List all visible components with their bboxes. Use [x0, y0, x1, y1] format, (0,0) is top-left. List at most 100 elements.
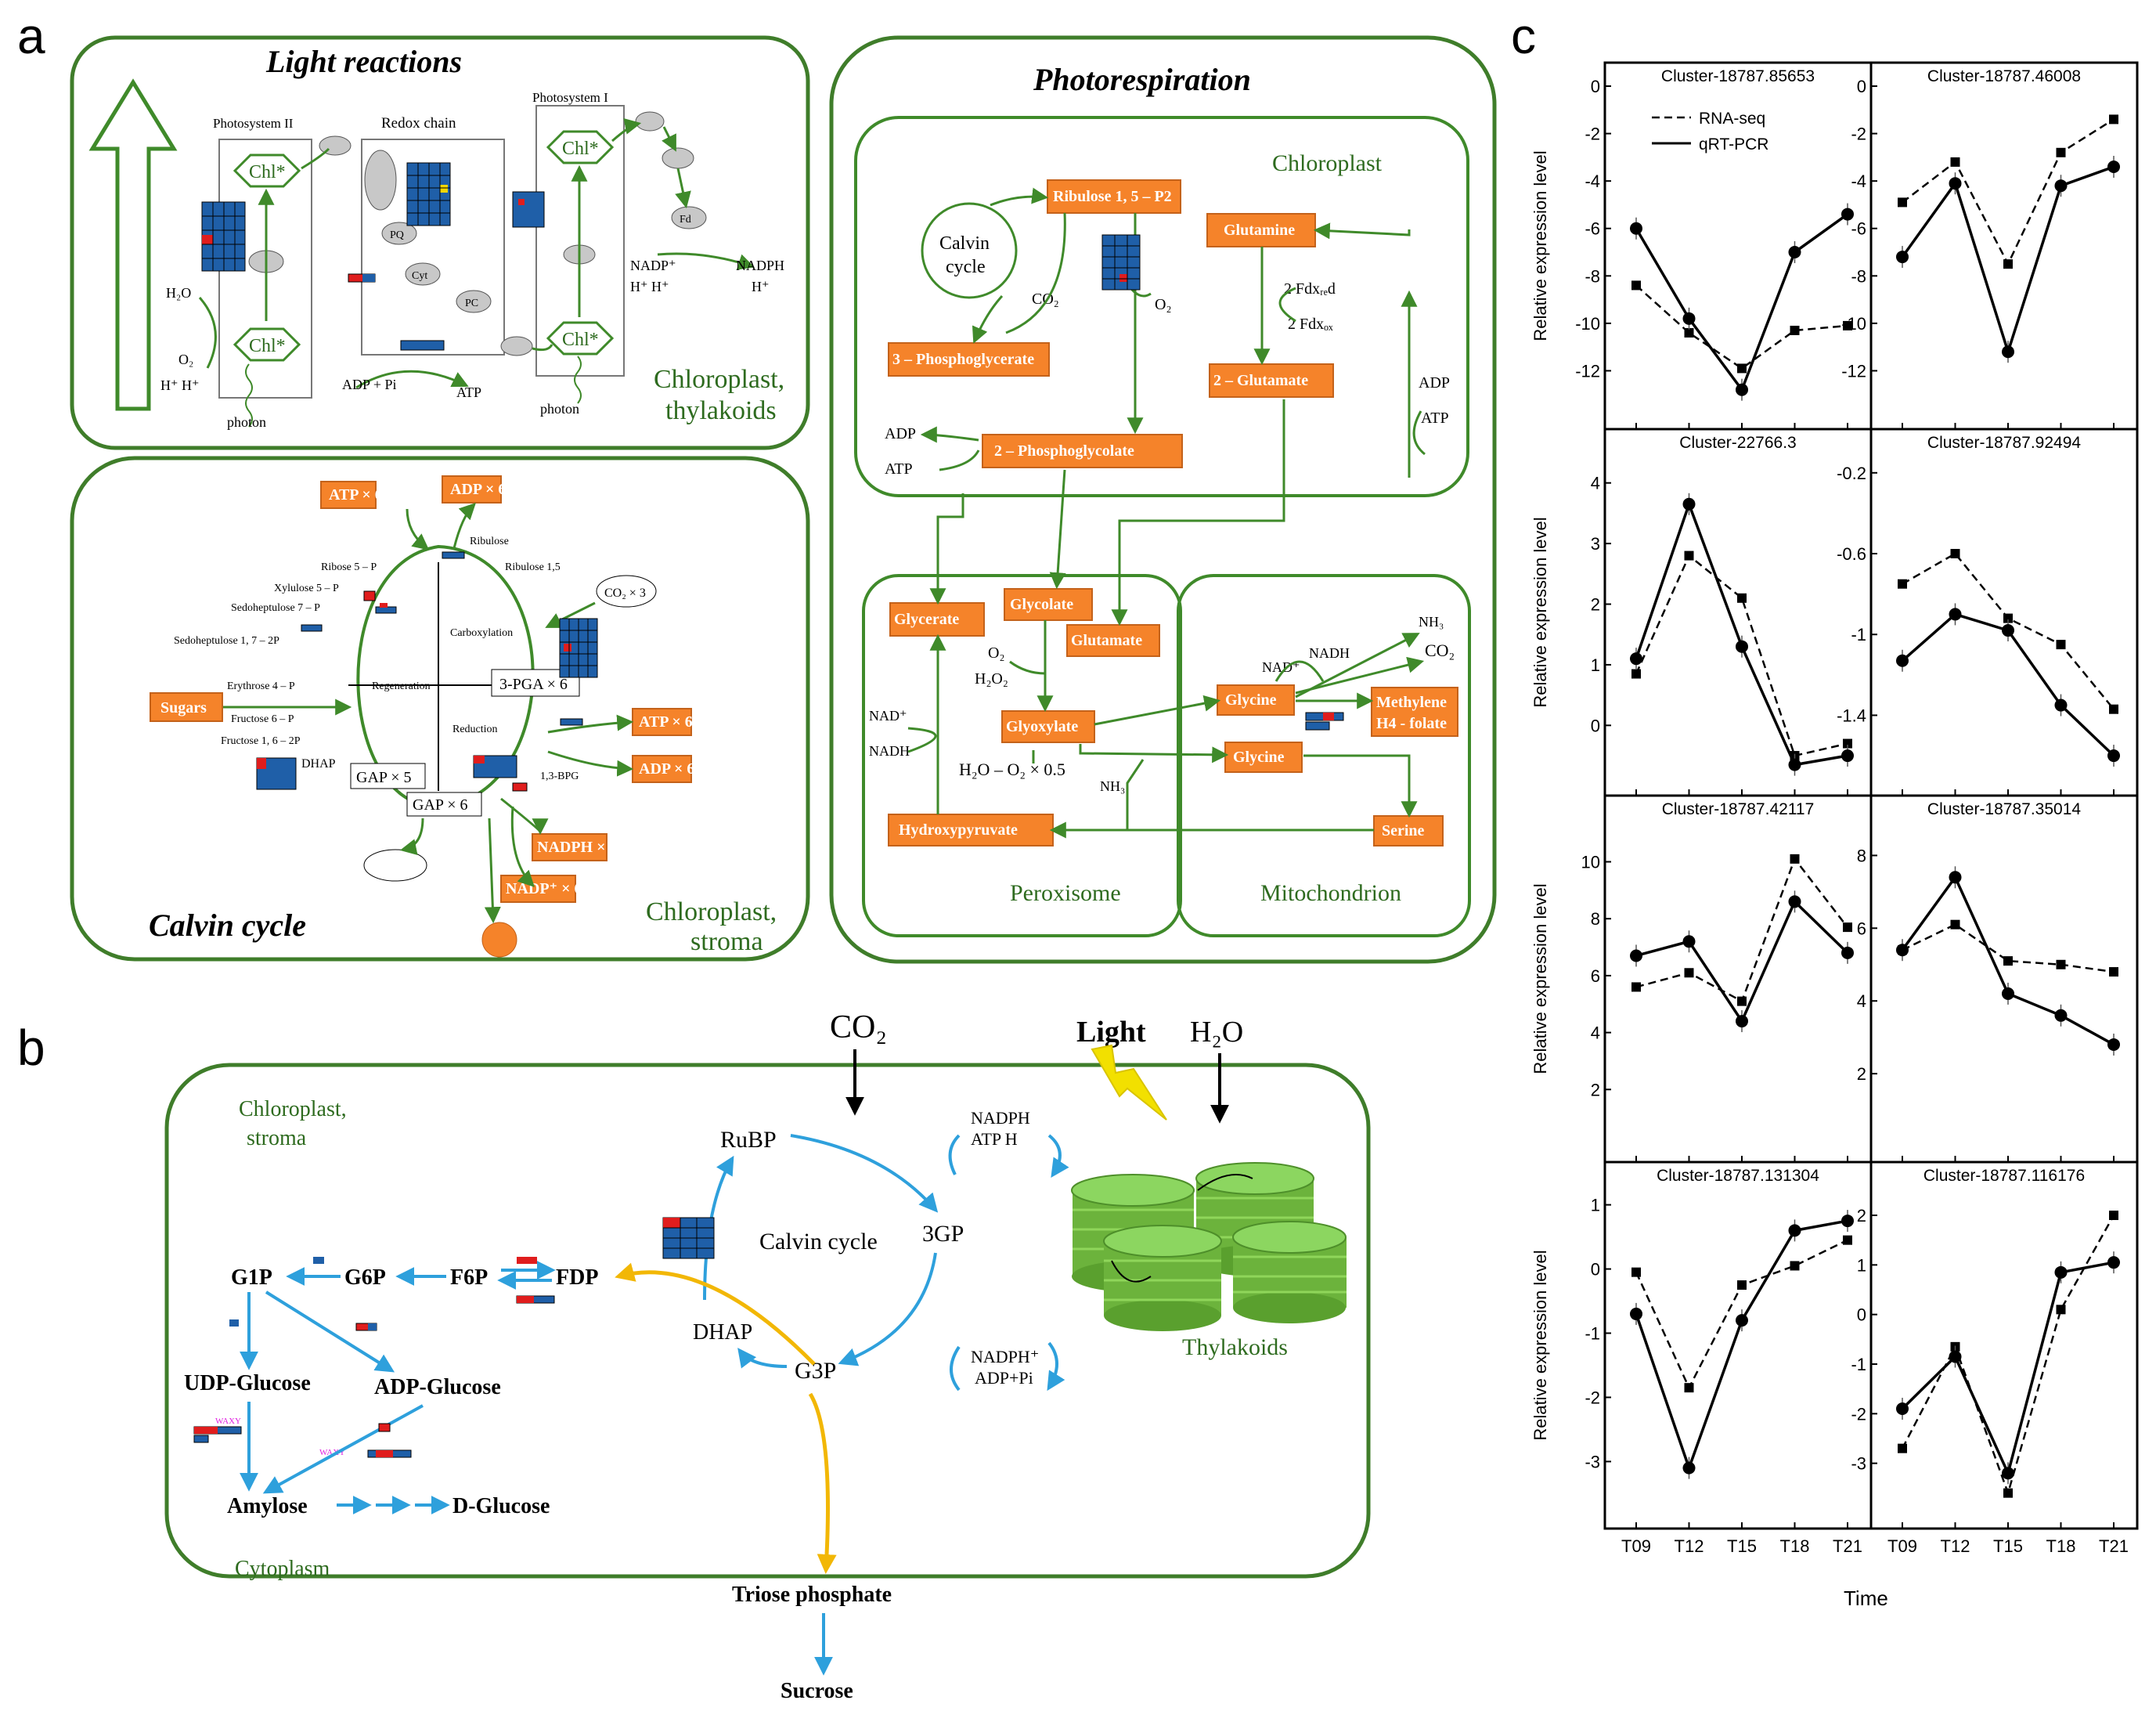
- nadp-b: NADPH⁺: [971, 1347, 1039, 1366]
- data-point-qrt-pcr: [2107, 1256, 2120, 1269]
- chart-frame: [1603, 428, 1873, 797]
- chart-title: Cluster-18787.85653: [1661, 67, 1815, 85]
- thylakoids-b: Thylakoids: [1182, 1334, 1288, 1360]
- carboxylation-label: Carboxylation: [450, 627, 513, 639]
- light-b: Light: [1076, 1016, 1146, 1049]
- y-tick-label: -4: [1585, 171, 1600, 191]
- y-tick-label: 2: [1591, 595, 1600, 615]
- data-point-qrt-pcr: [1841, 749, 1854, 763]
- g6p-b: G6P: [344, 1265, 386, 1290]
- photosystem1-label: Photosystem I: [532, 90, 608, 105]
- data-point-qrt-pcr: [1682, 935, 1696, 948]
- data-point-qrt-pcr: [1788, 758, 1801, 771]
- heatmap-redox: [406, 162, 451, 226]
- data-point-rna-seq: [1898, 579, 1907, 589]
- data-point-rna-seq: [1790, 854, 1800, 864]
- y-axis-label: Relative expression level: [1530, 150, 1550, 341]
- data-point-qrt-pcr: [1841, 1215, 1854, 1228]
- data-point-rna-seq: [1737, 593, 1747, 603]
- data-point-qrt-pcr: [1788, 246, 1801, 259]
- data-point-qrt-pcr: [1949, 1350, 1962, 1363]
- data-point-qrt-pcr: [1949, 177, 1962, 190]
- fdp-b: FDP: [556, 1265, 598, 1290]
- data-point-rna-seq: [1843, 922, 1852, 933]
- h2o2-photo: H₂O₂: [975, 670, 1008, 688]
- phosphoglycolate-box: 2 – Phosphoglycolate: [994, 442, 1134, 460]
- pq-label: PQ: [390, 229, 404, 241]
- calvin-nadp6: NADP⁺ × 6: [506, 880, 582, 897]
- y-tick-label: -1: [1585, 1324, 1600, 1344]
- heatmap-ps2: [201, 201, 246, 272]
- series-line-rna-seq: [1902, 118, 2115, 266]
- xylulose-label: Xylulose 5 – P: [274, 583, 339, 594]
- data-point-rna-seq: [1684, 550, 1694, 561]
- data-point-qrt-pcr: [1788, 895, 1801, 908]
- series-line-qrt-pcr: [1635, 500, 1848, 767]
- amylose-b: Amylose: [227, 1494, 308, 1518]
- data-point-qrt-pcr: [2002, 345, 2014, 359]
- g1p-b: G1P: [231, 1265, 272, 1290]
- atp2-photo: ATP: [885, 460, 913, 478]
- y-tick-label: -2: [1585, 1388, 1600, 1407]
- chl-ps2-bottom: Chl*: [249, 336, 286, 356]
- y-tick-label: -3: [1585, 1452, 1600, 1471]
- ribulose-bisphosphate-box: Ribulose 1, 5 – P2: [1053, 188, 1172, 205]
- x-tick-label: T18: [2046, 1536, 2076, 1556]
- panel-c-charts: Cluster-18787.856530-2-4-6-8-10-12RNA-se…: [1530, 61, 2139, 1556]
- sugars-box: Sugars: [160, 699, 207, 717]
- nadh2-photo: NADH: [1309, 645, 1350, 661]
- nh3b-photo: NH₃: [1419, 614, 1444, 630]
- o2-photo: O₂: [1155, 296, 1171, 313]
- y-tick-label: -1: [1851, 625, 1866, 644]
- y-tick-label: 6: [1857, 919, 1866, 938]
- data-point-rna-seq: [2109, 704, 2118, 714]
- data-point-rna-seq: [1631, 669, 1641, 679]
- nh3-photo: NH₃: [1100, 778, 1125, 794]
- data-point-rna-seq: [2109, 114, 2118, 125]
- atp-label: ATP: [456, 384, 481, 400]
- calvin-b: Calvin cycle: [759, 1229, 878, 1254]
- thylakoid-location-1: Chloroplast,: [654, 365, 784, 394]
- y-tick-label: 1: [1857, 1255, 1866, 1275]
- series-line-qrt-pcr: [1901, 1261, 2115, 1478]
- calvin-cycle-title: Calvin cycle: [149, 908, 306, 943]
- x-tick-label: T21: [2099, 1536, 2129, 1556]
- photon-label-1: photon: [227, 414, 266, 430]
- energy-up-arrow-icon: [88, 78, 178, 411]
- light-reactions-panel: Light reactions Photosystem II Redox cha…: [70, 35, 810, 450]
- y-tick-label: -10: [1841, 314, 1866, 334]
- dglucose-b: D-Glucose: [452, 1494, 550, 1518]
- chl-ps2-top: Chl*: [249, 162, 286, 182]
- data-point-qrt-pcr: [1841, 946, 1854, 959]
- data-point-qrt-pcr: [1630, 222, 1642, 235]
- y-tick-label: -2: [1851, 1404, 1866, 1424]
- data-point-rna-seq: [1631, 982, 1641, 992]
- glycine-box-1: Glycine: [1225, 691, 1277, 709]
- y-tick-label: 2: [1857, 1064, 1866, 1084]
- chl-ps1-bottom: Chl*: [562, 330, 599, 350]
- data-point-qrt-pcr: [1682, 312, 1696, 325]
- data-point-qrt-pcr: [2002, 987, 2014, 1000]
- cytoplasm-b: Cytoplasm: [235, 1557, 330, 1581]
- data-point-rna-seq: [1684, 1383, 1694, 1393]
- adp-glucose-b: ADP-Glucose: [374, 1375, 501, 1399]
- serine-box: Serine: [1382, 822, 1425, 839]
- data-point-rna-seq: [1631, 280, 1641, 291]
- data-point-qrt-pcr: [2002, 1467, 2014, 1480]
- glutamate-box: Glutamate: [1071, 632, 1142, 649]
- stroma-b: stroma: [247, 1126, 307, 1150]
- y-tick-label: 1: [1591, 655, 1600, 675]
- chloroplast-label: Chloroplast: [1272, 150, 1383, 176]
- data-point-rna-seq: [1684, 968, 1694, 978]
- chart-frame: [1869, 1161, 2139, 1530]
- o2b-photo: O₂: [988, 644, 1004, 662]
- glutamate2-box: 2 – Glutamate: [1213, 372, 1308, 389]
- data-point-rna-seq: [1631, 1267, 1641, 1277]
- calvin-adp-top: ADP × 6: [450, 481, 506, 498]
- data-point-qrt-pcr: [1896, 251, 1909, 264]
- data-point-qrt-pcr: [1736, 1015, 1748, 1028]
- y-tick-label: 4: [1591, 474, 1600, 493]
- y-tick-label: -8: [1585, 266, 1600, 286]
- fructose6-label: Fructose 6 – P: [231, 713, 294, 725]
